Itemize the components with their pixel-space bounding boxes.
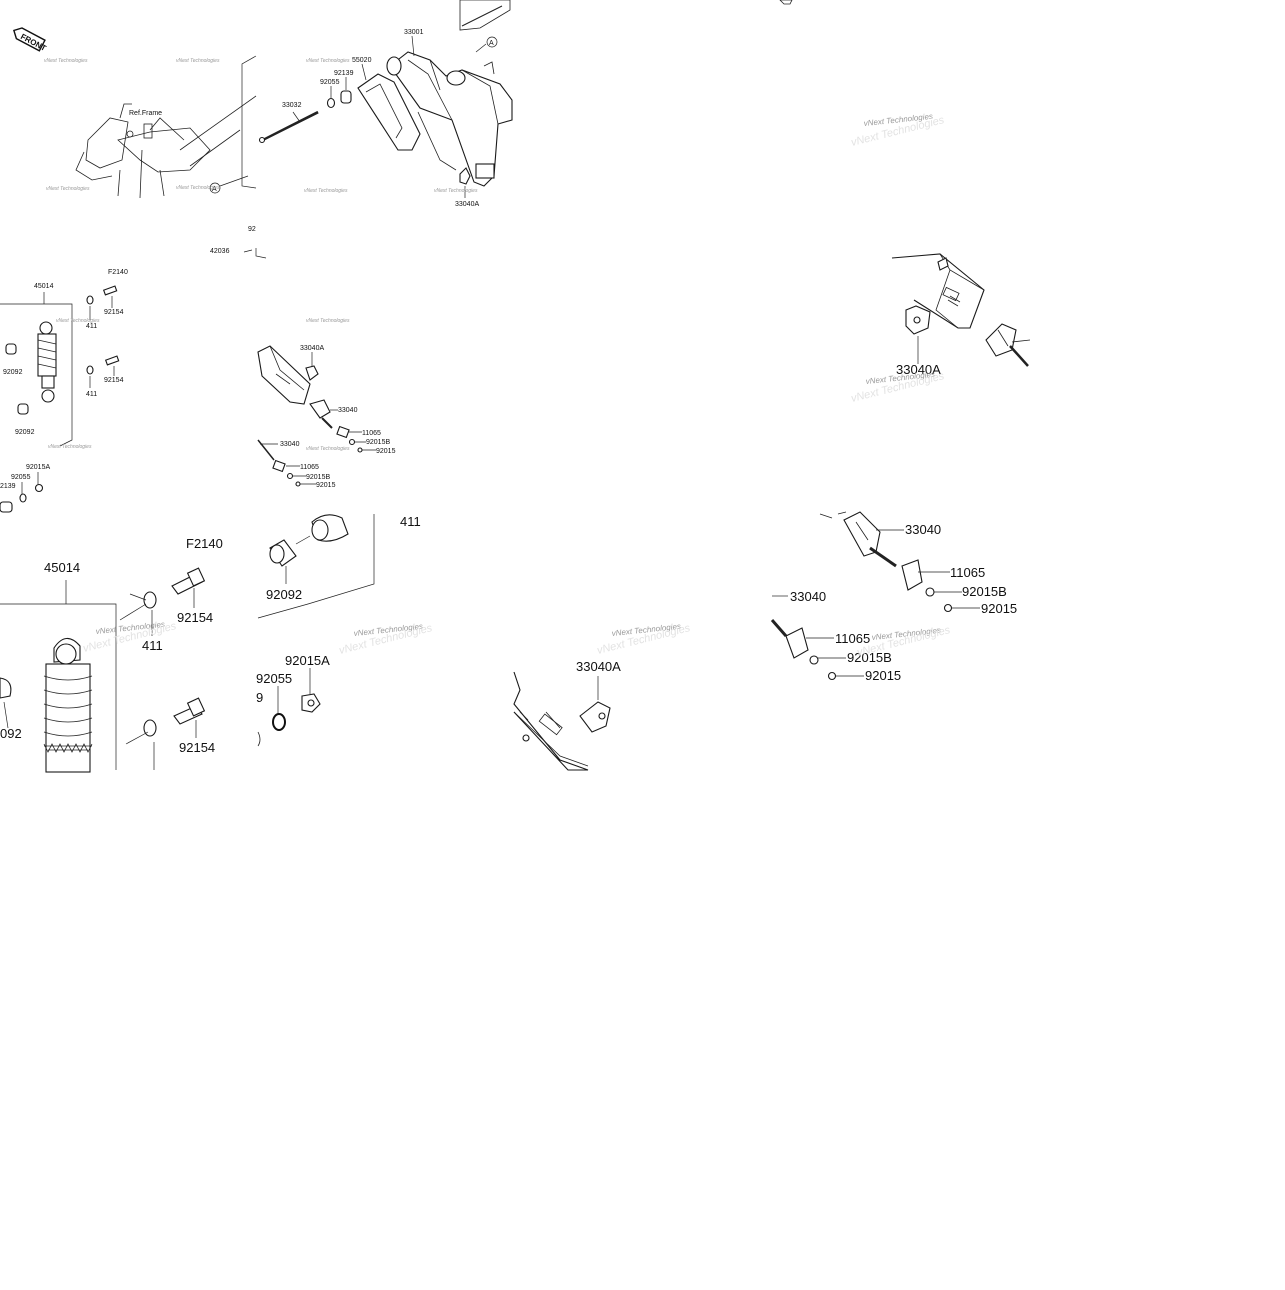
svg-text:92015B: 92015B [962,584,1007,599]
svg-text:92055: 92055 [11,474,31,481]
svg-text:11065: 11065 [950,565,985,580]
frame-drawing [75,95,257,199]
label-pivot-shaft: 33032 [282,102,302,109]
svg-text:A: A [489,40,494,47]
svg-text:vNext Technologies: vNext Technologies [306,58,350,64]
svg-text:33040A: 33040A [300,345,324,352]
oring-92055-small [326,97,336,109]
svg-text:vNext Technologies: vNext Technologies [304,188,348,194]
svg-text:11065: 11065 [300,464,319,471]
swingarm-33001: A [386,0,513,187]
svg-text:92154: 92154 [104,377,124,384]
zoom-panel-bushing: 411 92092 92015A 92055 9 vNext Technolog… [256,514,434,747]
svg-text:33040: 33040 [338,407,358,414]
svg-text:A: A [212,186,217,193]
pivot-shaft-33032 [258,109,319,144]
zoom-panel-adjuster: 33040 11065 92015B 92015 33040 11065 920… [770,511,1017,683]
svg-text:45014: 45014 [44,560,80,575]
bracket-33040a-overview [459,167,471,185]
zoom-panel-bracket: vNext Technologies vNext Technologies 33… [513,622,692,771]
svg-text:411: 411 [142,638,163,653]
svg-text:92154: 92154 [104,309,124,316]
svg-text:33040: 33040 [280,441,300,448]
bushing-small-2 [17,403,29,415]
collar-small [340,90,352,104]
shock-absorber-zoom [43,637,93,773]
svg-text:33040: 33040 [790,589,826,604]
svg-text:411: 411 [86,391,97,398]
svg-text:vNext Technologies: vNext Technologies [306,318,350,324]
zoom-panel-shock: F2140 45014 092 411 92154 92154 vNext Te… [0,536,223,773]
label-chain-guard: 55020 [352,57,372,64]
svg-text:vNext Technologies: vNext Technologies [176,185,220,191]
front-arrow-icon: FRONT [13,27,48,53]
svg-text:92015: 92015 [376,448,396,455]
svg-text:92092: 92092 [3,369,23,376]
svg-text:92154: 92154 [177,610,213,625]
svg-text:vNext Technologies: vNext Technologies [434,188,478,194]
svg-text:092: 092 [0,726,22,741]
chain-guard-55020 [357,63,421,151]
svg-text:92015A: 92015A [285,653,330,668]
stray-mark [779,0,793,5]
svg-text:vNext Technologies: vNext Technologies [56,318,100,324]
svg-text:92015B: 92015B [306,474,330,481]
svg-text:F2140: F2140 [186,536,223,551]
label-shock-small: 45014 [34,283,54,290]
label-oring-small: 92055 [320,79,340,86]
label-bracket-overview: 33040A [455,201,479,208]
label-seal-small: 92139 [334,70,354,77]
svg-text:92055: 92055 [256,671,292,686]
svg-text:vNext Technologies: vNext Technologies [48,444,92,450]
svg-text:411: 411 [400,514,421,529]
shock-absorber-small [37,321,57,403]
svg-text:vNext Technologies: vNext Technologies [46,186,90,192]
callout-a-left: A [209,175,249,194]
svg-text:92015: 92015 [316,482,336,489]
svg-text:92015A: 92015A [26,464,50,471]
ref-frame-label: Ref.Frame [129,110,162,117]
svg-text:92092: 92092 [266,587,302,602]
overview-panel: FRONT Ref.Frame A 33032 [13,0,513,259]
svg-text:92015: 92015 [865,668,901,683]
svg-text:92015B: 92015B [366,439,390,446]
svg-text:11065: 11065 [835,631,870,646]
label-bracket-zoom: 33040A [896,362,941,377]
label-sprocket-partial: 92 [248,226,256,233]
label-sprocket-42036: 42036 [210,248,230,255]
svg-text:33040A: 33040A [576,659,621,674]
svg-text:411: 411 [86,323,97,330]
svg-text:33040: 33040 [905,522,941,537]
bushing-small-1 [5,343,17,355]
svg-text:2139: 2139 [0,483,16,490]
svg-text:92015B: 92015B [847,650,892,665]
svg-text:92154: 92154 [179,740,215,755]
svg-text:vNext Technologies: vNext Technologies [176,58,220,64]
svg-text:9: 9 [256,690,263,705]
svg-text:92015: 92015 [981,601,1017,616]
label-swingarm: 33001 [404,29,424,36]
label-bolt-f2140-small: F2140 [108,269,128,276]
svg-text:11065: 11065 [362,430,381,437]
adjuster-overview-panel: vNext Technologies 33040A 33040 11065 92… [257,318,396,489]
svg-text:vNext Technologies: vNext Technologies [44,58,88,64]
shock-overview-panel: F2140 45014 92092 92092 411 411 92154 92… [0,269,128,513]
zoom-panel-swingarm-tail: vNext Technologies vNext Technologies 33… [850,112,1031,405]
svg-text:92092: 92092 [15,429,35,436]
svg-text:vNext Technologies: vNext Technologies [306,446,350,452]
